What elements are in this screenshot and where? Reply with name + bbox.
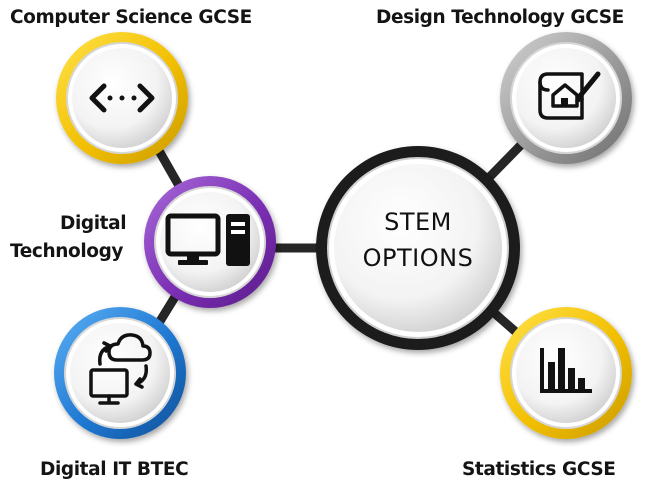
label-statistics: Statistics GCSE xyxy=(462,459,616,480)
label-digital-it: Digital IT BTEC xyxy=(40,459,189,480)
label-digital-technology-line2: Technology xyxy=(10,241,124,262)
center-title-line2: OPTIONS xyxy=(363,244,474,272)
node-digital-it xyxy=(54,307,186,439)
desktop-computer-icon xyxy=(165,213,250,266)
center-title-line1: STEM xyxy=(384,208,452,236)
cloud-sync-computer-icon xyxy=(89,333,152,405)
node-statistics xyxy=(500,307,632,439)
label-digital-technology-line1: Digital xyxy=(60,213,127,234)
bar-chart-icon xyxy=(540,348,592,393)
label-computer-science: Computer Science GCSE xyxy=(10,7,252,28)
blueprint-house-icon xyxy=(538,71,601,120)
node-digital-technology xyxy=(144,176,276,308)
code-icon xyxy=(89,83,155,113)
label-design-technology: Design Technology GCSE xyxy=(376,7,624,28)
node-stem-options xyxy=(316,146,520,350)
